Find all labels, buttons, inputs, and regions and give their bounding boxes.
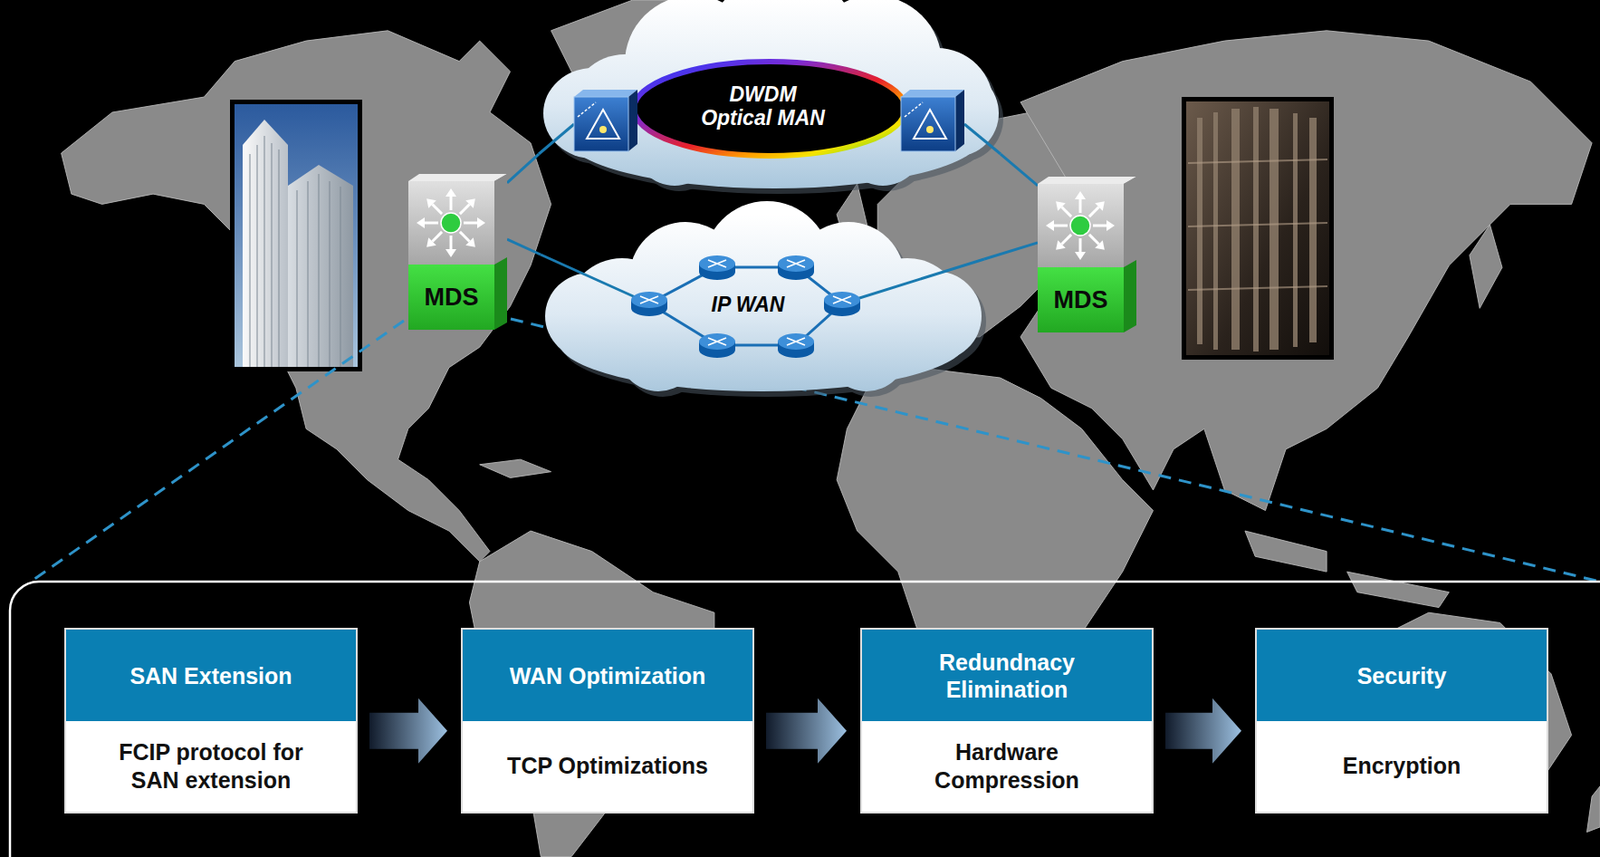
router-icon [699,255,736,280]
switch-label: MDS [1053,286,1109,315]
router-icon [823,291,861,317]
switch-label-area: MDS [408,264,495,330]
cloud-label-area: IP WAN [684,286,812,323]
network-cloud: DWDM Optical MAN [538,0,1001,191]
box-body: TCP Optimizations [462,720,753,812]
flow-arrow [766,698,847,764]
office-building-photo [229,99,363,372]
flow-arrow [369,698,448,764]
dwdm-ring [633,61,906,156]
router-icon [777,255,815,280]
network-link [507,153,539,183]
box-text: Encryption [1342,751,1462,780]
box-header: WAN Optimization [462,629,753,721]
box-text: Hardware Compression [894,737,1120,796]
cloud-label: IP WAN [711,292,786,317]
network-link [1000,153,1038,186]
box-header: SAN Extension [66,629,356,721]
feature-box: SAN ExtensionFCIP protocol for SAN exten… [64,627,358,814]
indonesia [1245,530,1327,572]
feature-box: SecurityEncryption [1255,627,1549,814]
cloud-label-area: DWDM Optical MAN [697,58,829,154]
mds-switch: MDS [1037,176,1137,333]
box-header: Redundnacy Elimination [862,629,1152,721]
cloud-label: DWDM Optical MAN [697,82,829,131]
switch-label: MDS [424,283,480,312]
box-body: Encryption [1256,720,1547,812]
optical-device [574,89,638,152]
box-heading: Redundnacy Elimination [894,648,1120,703]
world-map [61,0,1600,857]
box-text: FCIP protocol for SAN extension [98,737,324,796]
new-guinea [1347,571,1450,607]
router-icon [631,291,668,317]
feature-box: WAN OptimizationTCP Optimizations [460,627,755,814]
box-body: FCIP protocol for SAN extension [66,720,356,812]
wan-ring [649,267,843,345]
network-link [507,239,541,255]
server-room-photo [1181,96,1334,360]
switch-label-area: MDS [1037,267,1124,333]
box-header: Security [1256,629,1547,721]
flow-arrow [1165,698,1242,764]
mds-switch: MDS [408,173,508,330]
north-america [61,30,552,562]
optical-device [900,89,965,152]
new-zealand [1586,785,1600,833]
japan [1469,224,1503,308]
box-text: TCP Optimizations [507,751,709,780]
network-link [984,242,1038,259]
caribbean [479,459,552,478]
box-heading: Security [1357,661,1447,690]
router-icon [699,333,736,358]
box-heading: WAN Optimization [509,661,707,690]
router-icon [777,333,815,358]
feature-box: Redundnacy EliminationHardware Compressi… [860,627,1154,814]
asia [1020,30,1592,511]
network-cloud: IP WAN [540,214,985,396]
box-body: Hardware Compression [862,720,1152,812]
feature-panel [9,581,1600,857]
box-heading: SAN Extension [129,661,292,690]
